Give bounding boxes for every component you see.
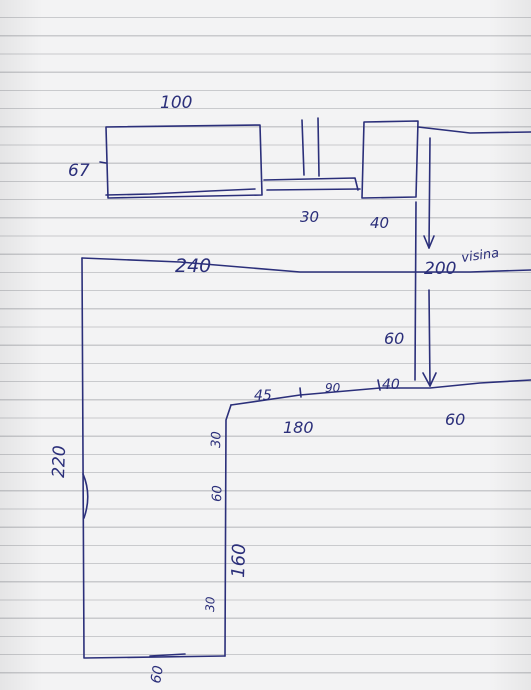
label-bottom-width: 60 (148, 664, 167, 684)
gap-element-outline (263, 117, 361, 191)
label-top-height: 67 (68, 161, 90, 181)
room-outline (81, 257, 531, 659)
label-seg-a: 45 (254, 388, 272, 404)
height-arrow (414, 137, 437, 387)
label-inner-mid: 60 (210, 485, 226, 502)
label-column-width: 40 (370, 214, 389, 232)
label-inner-length: 180 (283, 418, 314, 437)
label-height-word: visina (460, 246, 500, 266)
label-right-depth: 60 (384, 329, 404, 348)
top-left-cabinet-outline (99, 124, 263, 199)
label-gap-width: 30 (300, 208, 319, 226)
label-right-end: 60 (445, 410, 465, 429)
label-seg-b: 90 (325, 381, 341, 395)
label-inner-bottom: 30 (203, 596, 218, 612)
label-inner-height: 160 (228, 543, 250, 578)
label-inner-top: 30 (209, 431, 225, 448)
labels: 100 67 30 40 200 visina 240 60 45 90 40 … (49, 93, 500, 685)
label-top-width: 100 (160, 93, 192, 113)
label-room-width: 240 (175, 255, 211, 277)
right-column-outline (361, 120, 531, 199)
label-seg-c: 40 (382, 377, 400, 393)
label-left-height: 220 (49, 445, 70, 478)
label-height-note: 200 (424, 259, 456, 279)
